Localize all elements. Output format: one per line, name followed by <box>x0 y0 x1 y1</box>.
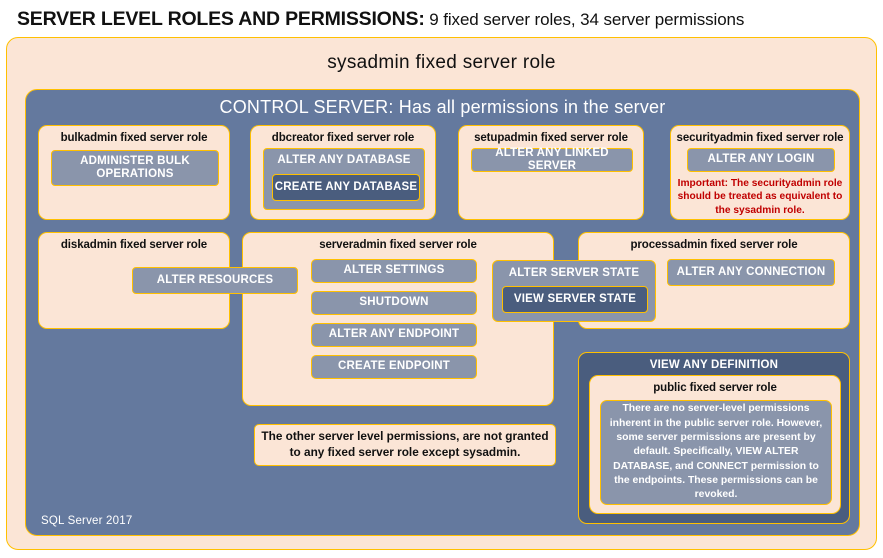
permission-alter-any-endpoint[interactable]: ALTER ANY ENDPOINT <box>311 323 477 347</box>
permission-view-server-state[interactable]: VIEW SERVER STATE <box>502 286 648 313</box>
view-any-definition-label: VIEW ANY DEFINITION <box>649 359 779 371</box>
role-card-securityadmin: securityadmin fixed server role ALTER AN… <box>670 125 850 220</box>
role-card-dbcreator: dbcreator fixed server role ALTER ANY DA… <box>250 125 436 220</box>
sql-version-label: SQL Server 2017 <box>41 515 133 527</box>
other-permissions-note: The other server level permissions, are … <box>254 424 556 466</box>
securityadmin-warning-text: Important: The securityadmin role should… <box>677 178 843 216</box>
page-title-subtitle: 9 fixed server roles, 34 server permissi… <box>424 10 745 29</box>
role-card-public: public fixed server role There are no se… <box>589 375 841 514</box>
permission-alter-any-connection[interactable]: ALTER ANY CONNECTION <box>667 259 835 286</box>
permission-alter-resources[interactable]: ALTER RESOURCES <box>132 267 298 294</box>
role-title-setupadmin: setupadmin fixed server role <box>474 132 628 144</box>
role-title-serveradmin: serveradmin fixed server role <box>319 239 477 251</box>
role-card-bulkadmin: bulkadmin fixed server role ADMINISTER B… <box>38 125 230 220</box>
role-title-public: public fixed server role <box>653 382 777 394</box>
permission-alter-any-login[interactable]: ALTER ANY LOGIN <box>687 148 835 172</box>
sysadmin-role-container: sysadmin fixed server role CONTROL SERVE… <box>6 37 877 550</box>
role-title-processadmin: processadmin fixed server role <box>630 239 798 251</box>
permission-shutdown[interactable]: SHUTDOWN <box>311 291 477 315</box>
role-card-serveradmin: serveradmin fixed server role ALTER SETT… <box>242 232 554 406</box>
role-title-securityadmin: securityadmin fixed server role <box>676 132 844 144</box>
permission-alter-any-linked-server[interactable]: ALTER ANY LINKED SERVER <box>471 147 633 172</box>
control-server-label: CONTROL SERVER: Has all permissions in t… <box>219 97 666 117</box>
role-title-diskadmin: diskadmin fixed server role <box>60 239 208 251</box>
role-title-dbcreator: dbcreator fixed server role <box>271 132 415 144</box>
control-server-container: CONTROL SERVER: Has all permissions in t… <box>25 89 860 536</box>
permission-create-endpoint[interactable]: CREATE ENDPOINT <box>311 355 477 379</box>
role-title-bulkadmin: bulkadmin fixed server role <box>60 132 208 144</box>
permission-alter-any-database-label: ALTER ANY DATABASE <box>277 154 411 166</box>
permission-create-any-database[interactable]: CREATE ANY DATABASE <box>272 174 420 201</box>
permission-alter-server-state-label: ALTER SERVER STATE <box>508 267 640 279</box>
page-title-strong: SERVER LEVEL ROLES AND PERMISSIONS: <box>17 8 425 30</box>
role-card-setupadmin: setupadmin fixed server role ALTER ANY L… <box>458 125 644 220</box>
sysadmin-role-label: sysadmin fixed server role <box>327 52 556 73</box>
view-any-definition-container: VIEW ANY DEFINITION public fixed server … <box>578 352 850 524</box>
page-title: SERVER LEVEL ROLES AND PERMISSIONS: 9 fi… <box>17 8 744 31</box>
permission-alter-settings[interactable]: ALTER SETTINGS <box>311 259 477 283</box>
permission-administer-bulk-operations[interactable]: ADMINISTER BULK OPERATIONS <box>51 150 219 186</box>
public-role-description: There are no server-level permissions in… <box>600 400 832 505</box>
